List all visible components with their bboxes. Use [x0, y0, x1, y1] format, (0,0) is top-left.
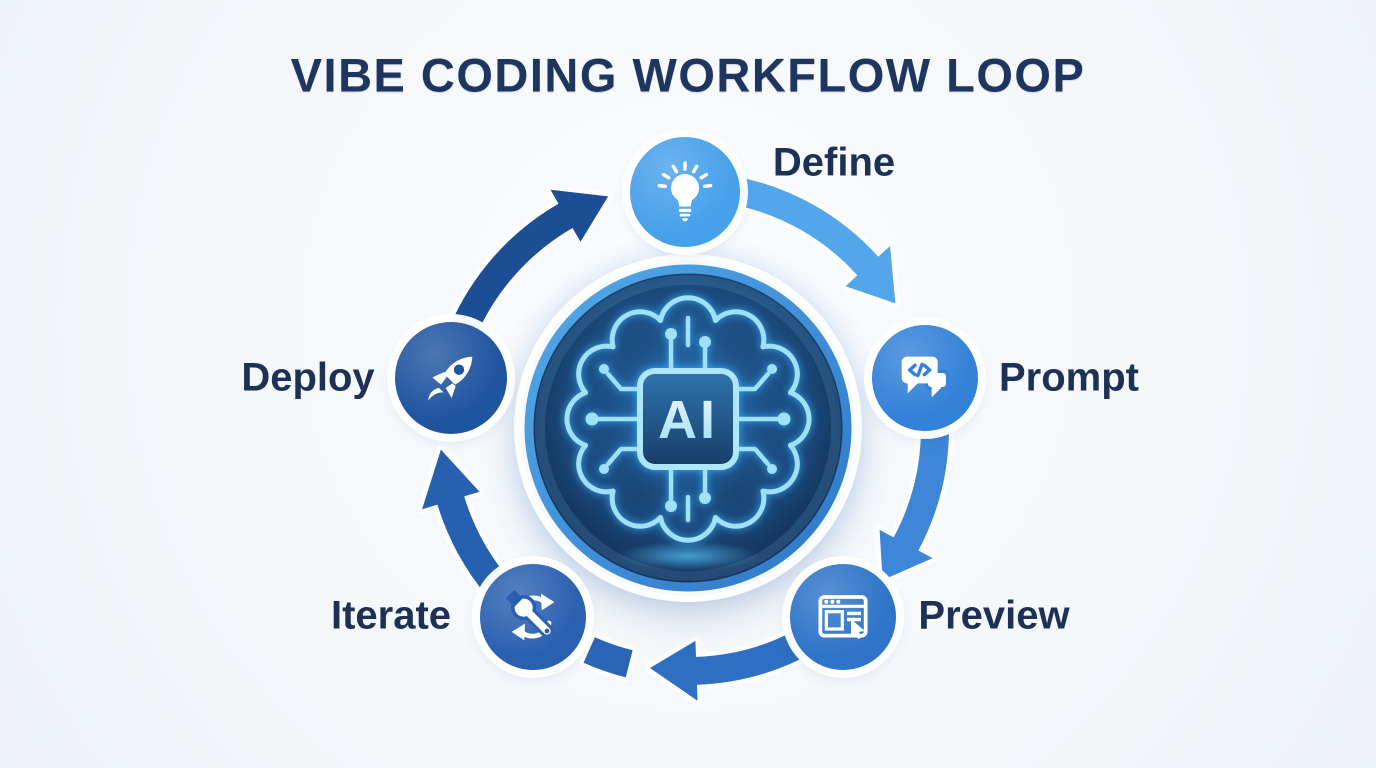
ai-brain-emblem: AI: [521, 261, 855, 595]
lightbulb-icon: [657, 161, 713, 222]
arrow-prompt-to-preview: [879, 428, 949, 581]
arrow-tail-dash: [583, 637, 633, 678]
browser-preview-icon: [818, 595, 868, 640]
circuit-traces: [596, 315, 780, 523]
arrow-deploy-to-define: [449, 189, 609, 338]
arrow-preview-to-iterate: [650, 626, 817, 701]
node-deploy: [395, 322, 507, 434]
arrow-define-to-prompt: [731, 176, 896, 304]
ai-brain-icon: AI: [524, 264, 852, 592]
ai-chip: [637, 368, 739, 470]
node-iterate: [480, 564, 586, 670]
brain-outline: [564, 295, 812, 543]
rocket-icon: [428, 356, 473, 401]
node-define: [630, 137, 740, 247]
label-deploy: Deploy: [241, 355, 375, 400]
code-chat-icon: [901, 356, 950, 398]
page-title: VIBE CODING WORKFLOW LOOP: [290, 48, 1086, 102]
arrow-iterate-to-deploy: [422, 449, 509, 597]
node-preview: [790, 564, 896, 670]
label-prompt: Prompt: [999, 355, 1139, 400]
circuit-dots: [585, 328, 791, 512]
label-preview: Preview: [918, 593, 1070, 638]
node-prompt: [872, 325, 978, 431]
cursor-arrow: [851, 619, 865, 640]
label-iterate: Iterate: [330, 593, 452, 638]
label-define: Define: [772, 140, 896, 185]
ai-chip-label: AI: [658, 390, 718, 450]
wrench-refresh-icon: [505, 589, 555, 641]
